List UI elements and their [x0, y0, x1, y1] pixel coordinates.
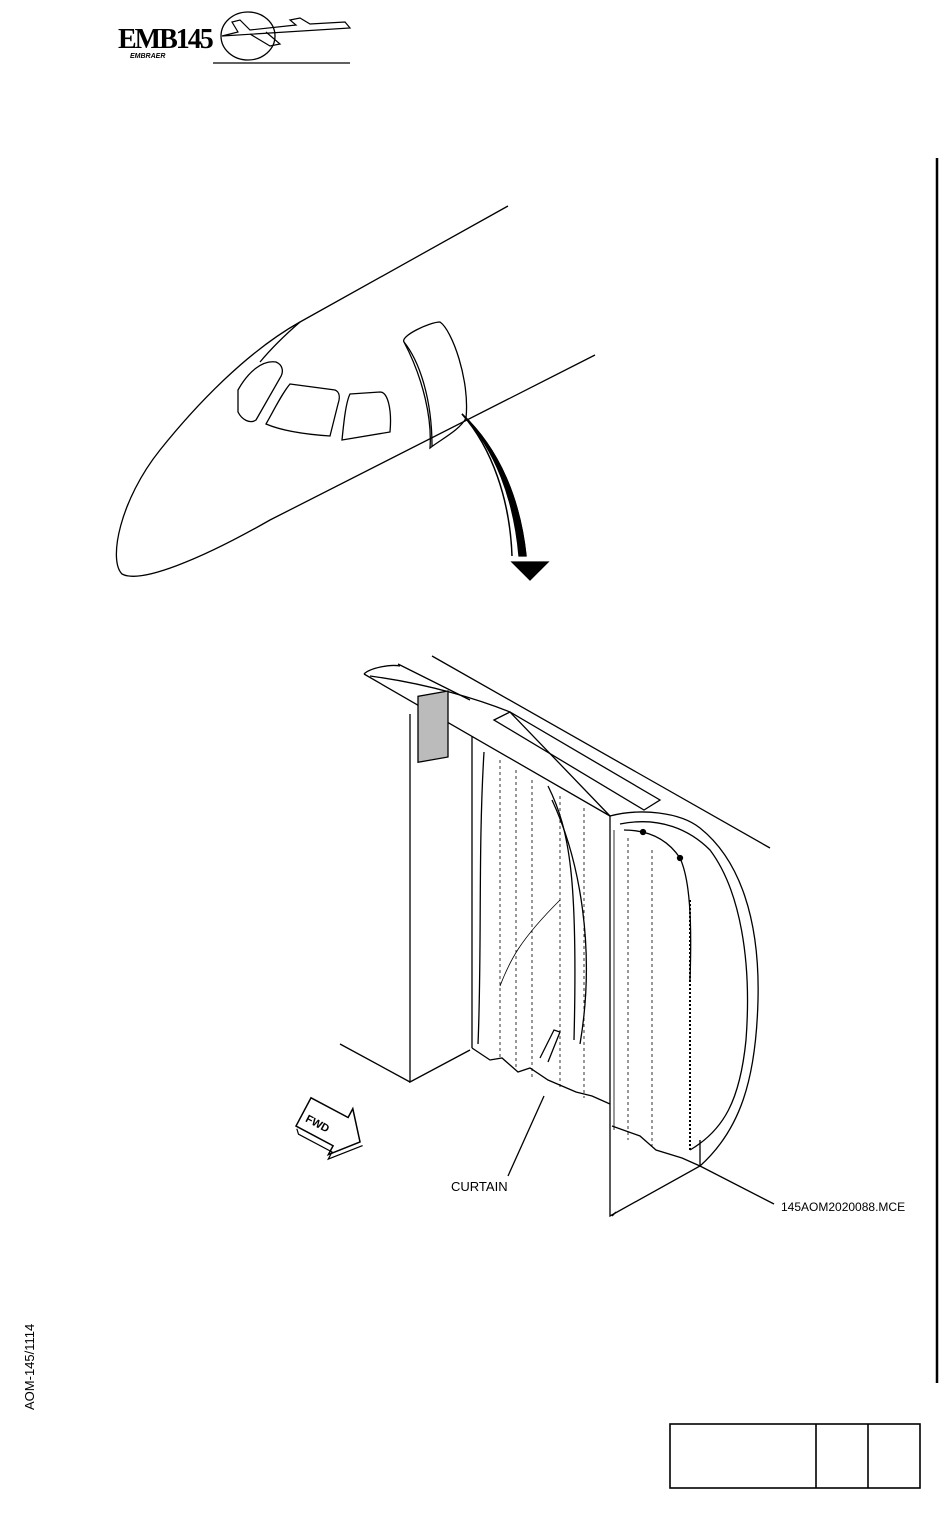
detail-arrow-icon — [462, 414, 548, 580]
figure-file-reference: 145AOM2020088.MCE — [781, 1200, 905, 1214]
document-reference: AOM-145/1114 — [22, 1324, 37, 1410]
emb145-logo-text: EMB145 — [118, 24, 212, 56]
page-revision-box — [670, 1424, 920, 1488]
aircraft-nose-drawing — [116, 206, 595, 576]
airplane-emblem-icon — [213, 12, 350, 63]
fwd-arrow-icon — [289, 1089, 375, 1170]
embraer-logo-text: EMBRAER — [130, 53, 165, 60]
curtain-detail-drawing — [340, 656, 774, 1216]
curtain-callout: CURTAIN — [451, 1179, 508, 1194]
